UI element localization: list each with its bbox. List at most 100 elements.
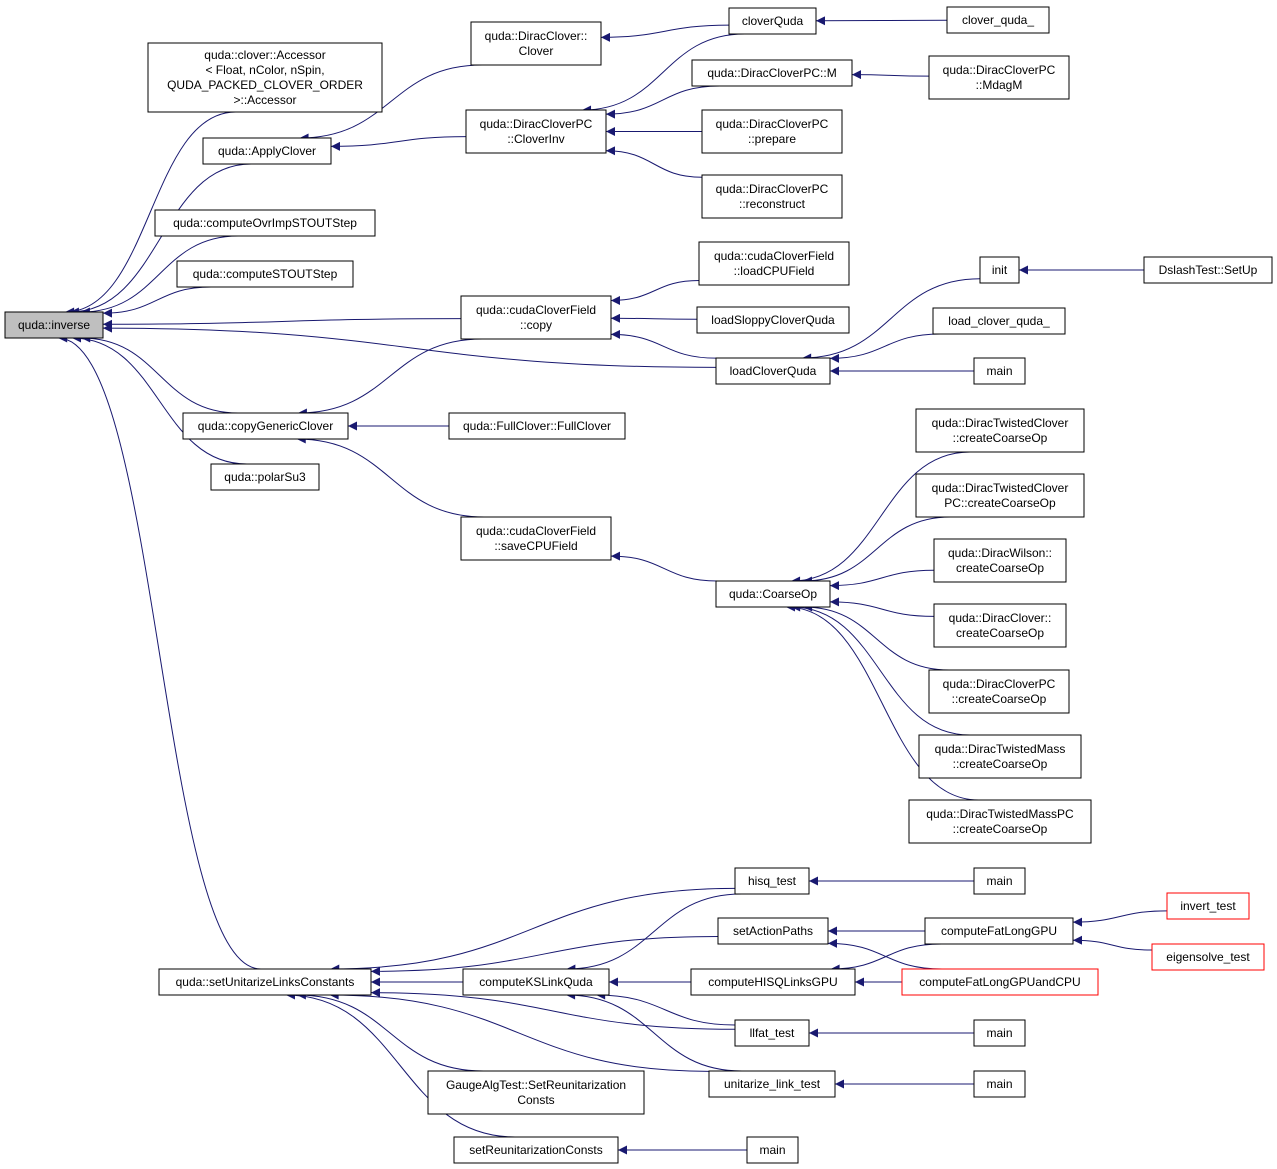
node-dtm_cco[interactable]: quda::DiracTwistedMass::createCoarseOp — [918, 734, 1082, 779]
node-ccf_load[interactable]: quda::cudaCloverField::loadCPUField — [698, 241, 850, 286]
node-label: Clover — [519, 44, 554, 58]
node-inverttest[interactable]: invert_test — [1166, 892, 1250, 920]
node-applyclover[interactable]: quda::ApplyClover — [202, 137, 332, 165]
edge-line — [785, 602, 979, 801]
node-computefatlong[interactable]: computeFatLongGPU — [924, 917, 1074, 945]
node-setreunit[interactable]: setReunitarizationConsts — [453, 1136, 619, 1164]
node-init[interactable]: init — [979, 256, 1020, 284]
node-label: main — [759, 1143, 785, 1157]
node-copygeneric[interactable]: quda::copyGenericClover — [182, 412, 349, 440]
edge-line — [829, 569, 935, 591]
node-computehisq[interactable]: computeHISQLinksGPU — [690, 968, 856, 996]
edge-line — [791, 451, 971, 586]
node-box — [908, 799, 1092, 844]
node-box — [933, 603, 1067, 648]
node-box — [460, 295, 612, 340]
node-main_unit[interactable]: main — [973, 1070, 1026, 1098]
node-dcpc_cco[interactable]: quda::DiracCloverPC::createCoarseOp — [928, 669, 1070, 714]
edge-hisqtest-to-computeks — [566, 893, 742, 974]
node-dtc_cco[interactable]: quda::DiracTwistedClover::createCoarseOp — [915, 408, 1085, 453]
node-eigensolve[interactable]: eigensolve_test — [1151, 943, 1265, 971]
node-label: computeKSLinkQuda — [479, 975, 593, 989]
node-accessor[interactable]: quda::clover::Accessor< Float, nColor, n… — [147, 42, 383, 113]
node-label: quda::computeSTOUTStep — [193, 267, 338, 281]
node-label: quda::cudaCloverField — [476, 524, 596, 538]
node-inverse[interactable]: quda::inverse — [4, 311, 104, 339]
node-unitarizetest[interactable]: unitarize_link_test — [708, 1070, 836, 1098]
node-diracclover_clover[interactable]: quda::DiracClover::Clover — [470, 21, 602, 66]
node-layer: quda::inverse quda::clover::Accessor< Flo… — [4, 6, 1273, 1164]
node-stout[interactable]: quda::computeSTOUTStep — [176, 260, 354, 288]
node-label: Consts — [517, 1093, 554, 1107]
edge-computefatlongcpu-to-setactionpaths — [827, 938, 943, 970]
node-label: cloverQuda — [742, 14, 804, 28]
node-load_clover_quda_[interactable]: load_clover_quda_ — [932, 307, 1066, 335]
node-hisqtest[interactable]: hisq_test — [734, 867, 810, 895]
node-loadcloverquda[interactable]: loadCloverQuda — [715, 357, 831, 385]
edge-line — [370, 936, 719, 976]
node-label: quda::DiracCloverPC — [943, 677, 1056, 691]
edge-llfat-to-setunitarize — [370, 988, 736, 1030]
node-polarsu3[interactable]: quda::polarSu3 — [210, 463, 320, 491]
node-dtmpc_cco[interactable]: quda::DiracTwistedMassPC::createCoarseOp — [908, 799, 1092, 844]
node-clover_quda_[interactable]: clover_quda_ — [946, 6, 1050, 34]
node-dtcpc_cco[interactable]: quda::DiracTwistedCloverPC::createCoarse… — [915, 473, 1085, 518]
node-coarseop[interactable]: quda::CoarseOp — [715, 580, 831, 608]
edge-line — [81, 333, 239, 414]
node-fullclover[interactable]: quda::FullClover::FullClover — [448, 412, 626, 440]
edge-computefatlong-to-computehisq — [830, 943, 942, 974]
node-dcpc_m[interactable]: quda::DiracCloverPC::M — [691, 59, 853, 87]
node-label: ::MdagM — [976, 78, 1023, 92]
edge-line — [370, 988, 736, 1030]
node-box — [924, 917, 1074, 945]
edge-line — [815, 16, 948, 26]
node-label: quda::DiracWilson:: — [948, 546, 1052, 560]
node-dw_cco[interactable]: quda::DiracWilson::createCoarseOp — [933, 538, 1067, 583]
node-computefatlongcpu[interactable]: computeFatLongGPUandCPU — [901, 968, 1099, 996]
edge-hisqtest-to-setunitarize — [330, 887, 736, 974]
node-label: GaugeAlgTest::SetReunitarization — [446, 1078, 626, 1092]
node-setunitarize[interactable]: quda::setUnitarizeLinksConstants — [158, 968, 372, 996]
node-dc_cco[interactable]: quda::DiracClover::createCoarseOp — [933, 603, 1067, 648]
edge-line — [610, 551, 718, 582]
node-setactionpaths[interactable]: setActionPaths — [717, 917, 829, 945]
node-label: quda::clover::Accessor — [204, 48, 325, 62]
node-label: quda::DiracTwistedMass — [935, 742, 1066, 756]
node-dcpc_cloverinv[interactable]: quda::DiracCloverPC::CloverInv — [465, 109, 607, 154]
node-label: quda::DiracCloverPC — [716, 117, 829, 131]
node-label: ::createCoarseOp — [952, 692, 1047, 706]
node-mdagm[interactable]: quda::DiracCloverPC::MdagM — [928, 55, 1070, 100]
node-llfat[interactable]: llfat_test — [734, 1019, 810, 1047]
node-label: main — [986, 1077, 1012, 1091]
edge-ccf_save-to-copygeneric — [296, 434, 485, 518]
node-dslashsetup[interactable]: DslashTest::SetUp — [1143, 256, 1273, 284]
node-dcpc_prepare[interactable]: quda::DiracCloverPC::prepare — [701, 109, 843, 154]
edge-copygeneric-to-inverse — [81, 333, 239, 414]
node-computeks[interactable]: computeKSLinkQuda — [462, 968, 610, 996]
edge-unitarizetest-to-setunitarize — [329, 990, 710, 1072]
node-main_load[interactable]: main — [973, 357, 1026, 385]
node-loadsloppy[interactable]: loadSloppyCloverQuda — [696, 306, 850, 334]
node-box — [928, 55, 1070, 100]
node-label: unitarize_link_test — [724, 1077, 821, 1091]
node-box — [182, 412, 349, 440]
edge-ccf_copy-to-copygeneric — [297, 338, 483, 418]
node-main_llfat[interactable]: main — [973, 1019, 1026, 1047]
node-label: main — [986, 364, 1012, 378]
node-dcpc_reconstruct[interactable]: quda::DiracCloverPC::reconstruct — [701, 174, 843, 219]
node-label: createCoarseOp — [956, 561, 1044, 575]
edge-ccf_copy-to-inverse — [102, 318, 462, 329]
edge-line — [102, 318, 462, 329]
edge-line — [851, 70, 930, 80]
node-ccf_save[interactable]: quda::cudaCloverField::saveCPUField — [460, 516, 612, 561]
node-box — [918, 734, 1082, 779]
node-main_hisq[interactable]: main — [973, 867, 1026, 895]
node-main_reunit[interactable]: main — [746, 1136, 799, 1164]
node-cloverquda[interactable]: cloverQuda — [728, 7, 817, 35]
node-ovrimp[interactable]: quda::computeOvrImpSTOUTStep — [154, 209, 376, 237]
edge-dtc_cco-to-coarseop — [791, 451, 971, 586]
node-box — [210, 463, 320, 491]
node-ccf_copy[interactable]: quda::cudaCloverField::copy — [460, 295, 612, 340]
